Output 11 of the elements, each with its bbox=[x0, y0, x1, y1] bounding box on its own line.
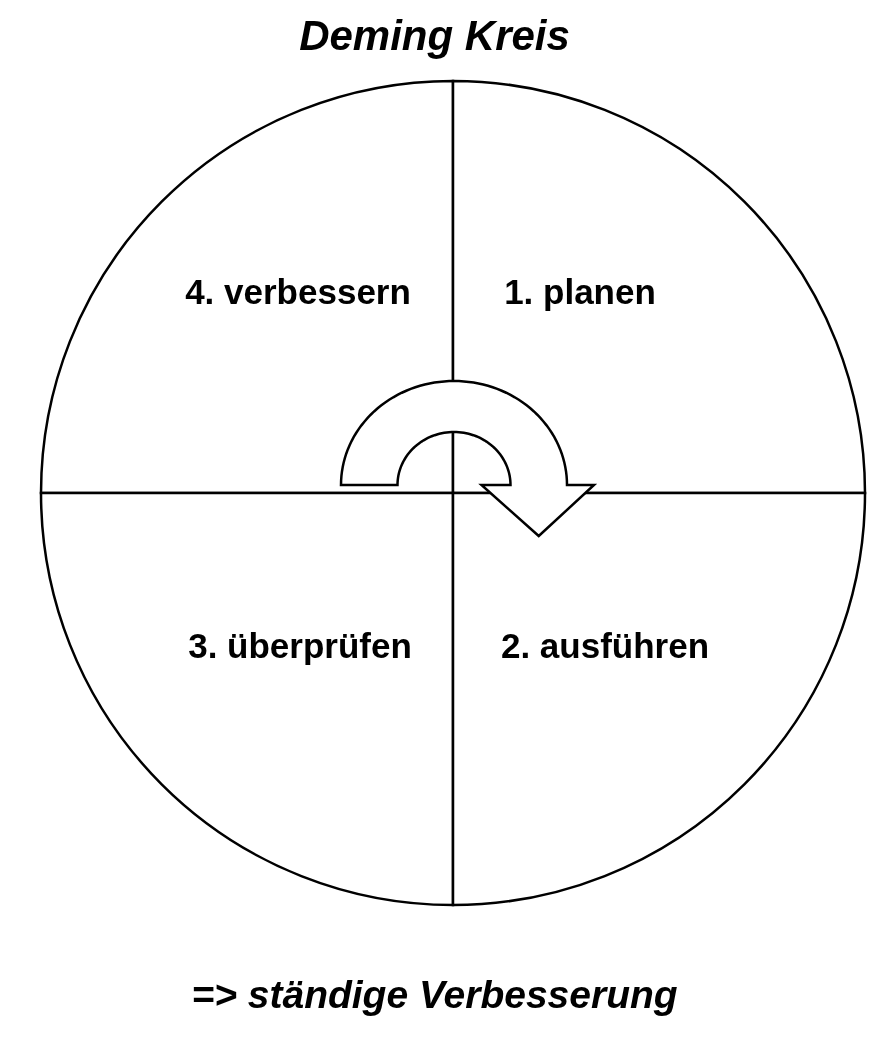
step-label: 3. überprüfen bbox=[188, 625, 412, 667]
quadrant-sector bbox=[451, 79, 867, 495]
diagram-title: Deming Kreis bbox=[299, 12, 570, 61]
quadrant-sector bbox=[39, 79, 455, 495]
step-label: 4. verbessern bbox=[185, 271, 411, 313]
curved-arrow bbox=[339, 379, 598, 538]
quadrant-sector bbox=[39, 491, 455, 907]
quadrant-sector bbox=[451, 491, 867, 907]
diagram-caption: => ständige Verbesserung bbox=[191, 973, 678, 1018]
step-label: 2. ausführen bbox=[500, 625, 710, 667]
step-label: 1. planen bbox=[504, 271, 656, 313]
